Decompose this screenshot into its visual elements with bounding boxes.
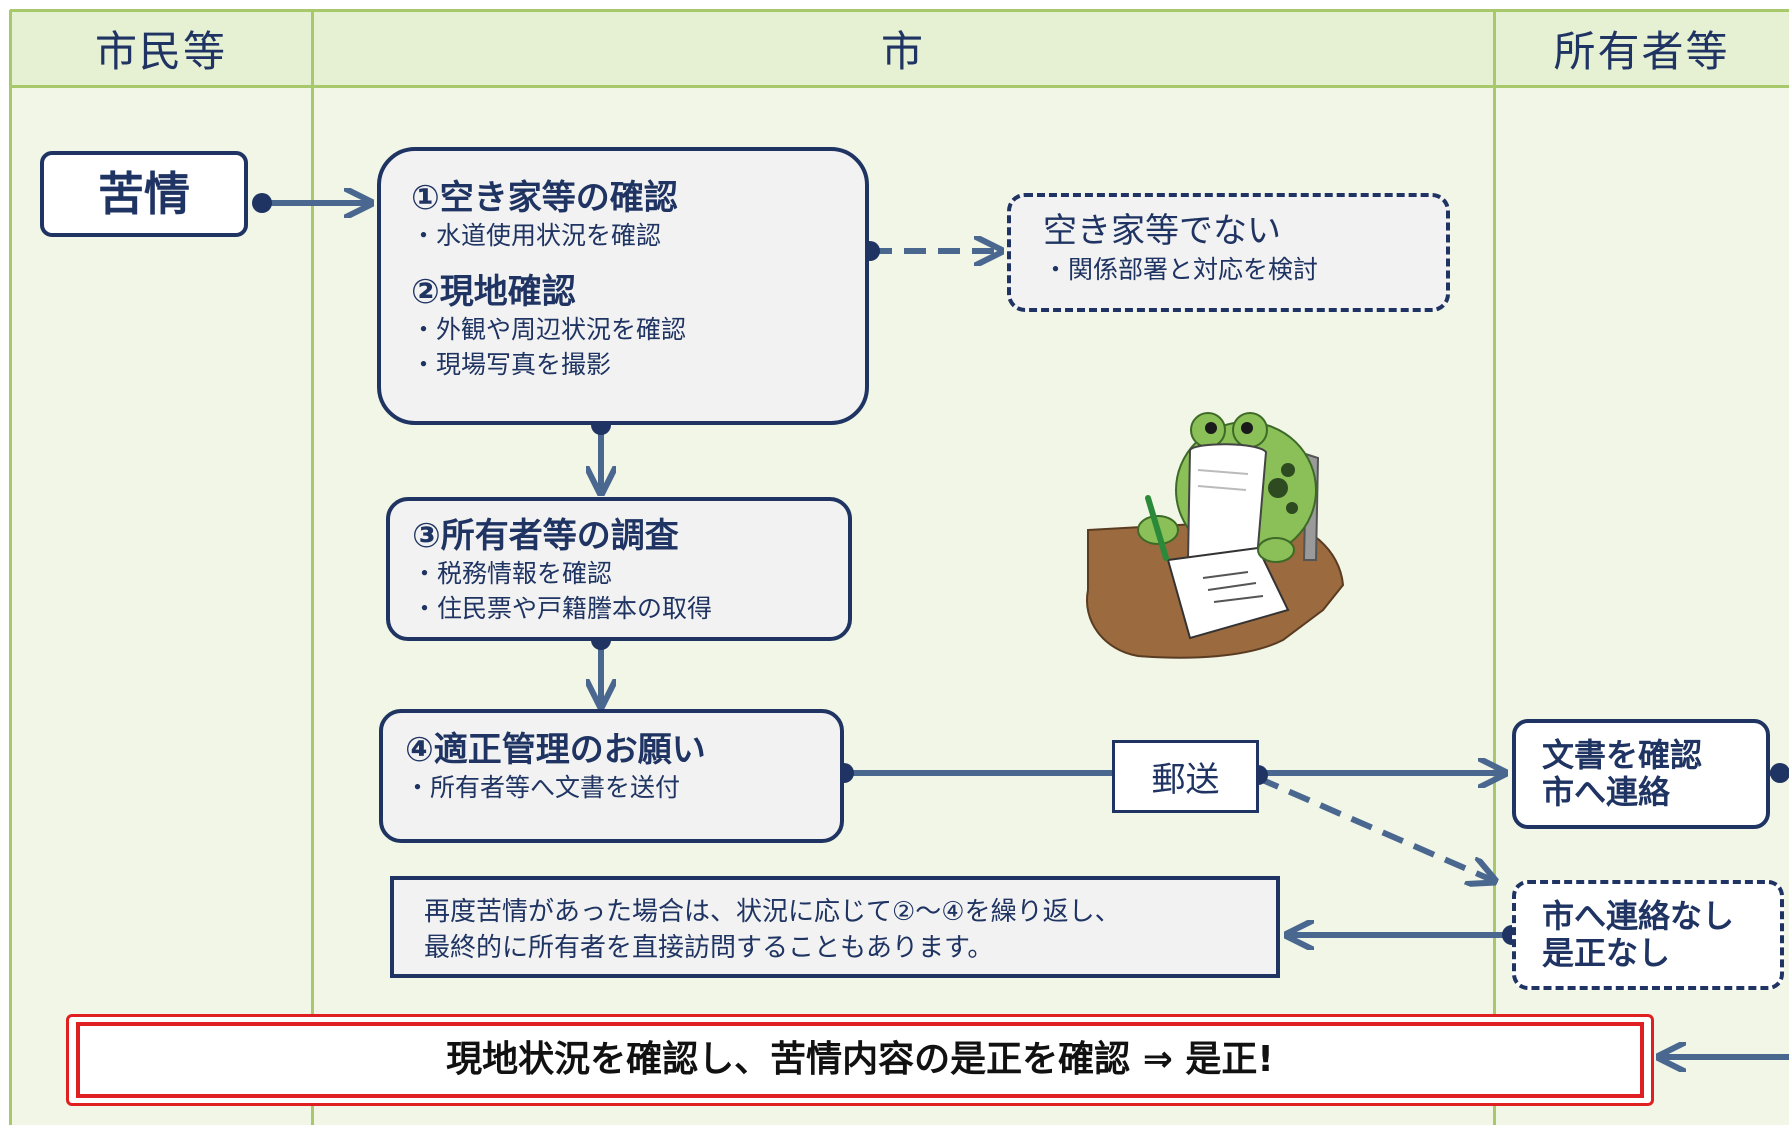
not-vacant-title: 空き家等でない	[1043, 211, 1281, 251]
confirm-document-box: 文書を確認 市へ連絡	[1512, 719, 1770, 829]
step3-item-2: ・住民票や戸籍謄本の取得	[412, 594, 713, 624]
step3-title: ③所有者等の調査	[412, 516, 679, 556]
step2-item-1: ・外観や周辺状況を確認	[411, 315, 687, 345]
dot-complaint	[252, 193, 272, 213]
lane-divider-1	[311, 10, 314, 1125]
repeat-note-line-1: 再度苦情があった場合は、状況に応じて②～④を繰り返し、	[424, 897, 1121, 927]
final-text: 現地状況を確認し、苦情内容の是正を確認 ⇒ 是正!	[446, 1039, 1274, 1081]
step1-item: ・水道使用状況を確認	[411, 221, 662, 251]
final-box: 現地状況を確認し、苦情内容の是正を確認 ⇒ 是正!	[76, 1022, 1644, 1098]
mail-box: 郵送	[1112, 740, 1259, 813]
step3-item-1: ・税務情報を確認	[412, 559, 613, 589]
frog-writing-illustration	[1086, 412, 1345, 659]
step-owner-survey-box: ③所有者等の調査 ・税務情報を確認 ・住民票や戸籍謄本の取得	[386, 497, 852, 641]
repeat-note-box: 再度苦情があった場合は、状況に応じて②～④を繰り返し、 最終的に所有者を直接訪問…	[390, 876, 1280, 978]
lane-citizens-bg	[10, 86, 312, 1125]
step2-item-2: ・現場写真を撮影	[411, 350, 612, 380]
no-contact-line-2: 是正なし	[1542, 933, 1671, 972]
complaint-label: 苦情	[98, 166, 190, 221]
mail-label: 郵送	[1151, 760, 1220, 800]
complaint-box: 苦情	[40, 151, 248, 237]
lane-header-city: 市	[312, 10, 1494, 86]
lane-border-top	[10, 9, 1789, 12]
lane-header-citizens: 市民等	[10, 10, 312, 86]
lane-header-divider	[10, 85, 1789, 88]
step4-title: ④適正管理のお願い	[405, 730, 706, 770]
lane-header-owners: 所有者等	[1494, 10, 1789, 86]
no-contact-line-1: 市へ連絡なし	[1542, 897, 1735, 935]
arrow-mail-to-no-contact	[1256, 775, 1492, 880]
lane-divider-2	[1493, 10, 1496, 1125]
step2-title: ②現地確認	[411, 272, 576, 313]
no-contact-box: 市へ連絡なし 是正なし	[1512, 880, 1784, 990]
step4-item: ・所有者等へ文書を送付	[405, 773, 681, 803]
dot-confirm	[1770, 763, 1789, 783]
lane-border-left	[9, 10, 12, 1125]
step-vacancy-check-box: ①空き家等の確認 ・水道使用状況を確認 ②現地確認 ・外観や周辺状況を確認 ・現…	[377, 147, 869, 425]
step-management-request-box: ④適正管理のお願い ・所有者等へ文書を送付	[379, 709, 844, 843]
not-vacant-item: ・関係部署と対応を検討	[1043, 254, 1319, 284]
confirm-line-2: 市へ連絡	[1542, 772, 1671, 811]
confirm-line-1: 文書を確認	[1542, 736, 1703, 774]
not-vacant-box: 空き家等でない ・関係部署と対応を検討	[1007, 193, 1450, 312]
step1-title: ①空き家等の確認	[411, 178, 678, 218]
repeat-note-line-2: 最終的に所有者を直接訪問することもあります。	[424, 933, 994, 964]
